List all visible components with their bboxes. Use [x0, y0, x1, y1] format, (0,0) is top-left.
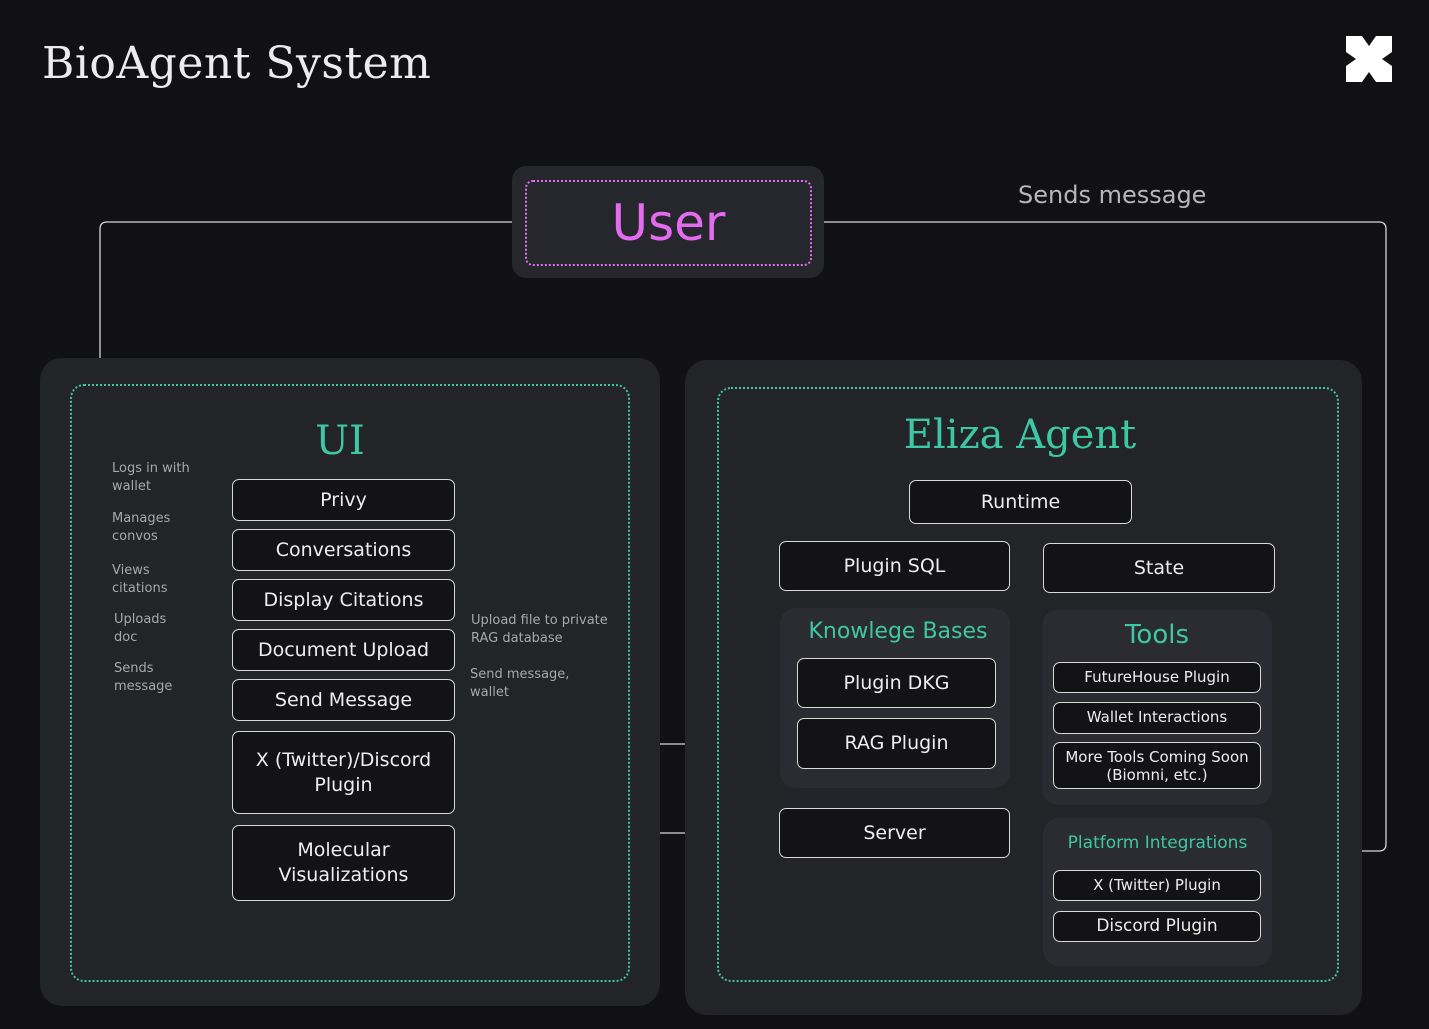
page-title: BioAgent System: [42, 38, 432, 89]
ui-title: UI: [315, 418, 365, 464]
conversations-node[interactable]: Conversations: [232, 529, 455, 571]
server-node[interactable]: Server: [779, 808, 1010, 858]
manages-label: Manages convos: [112, 511, 171, 544]
x-twitter-plugin-node[interactable]: X (Twitter) Plugin: [1053, 870, 1261, 901]
eliza-container: [717, 387, 1339, 982]
views-label: Views citations: [112, 563, 168, 596]
document-upload-node[interactable]: Document Upload: [232, 629, 455, 671]
upload-file-label: Upload file to private RAG database: [471, 613, 608, 646]
logs-in-label: Logs in with wallet: [112, 461, 190, 494]
uploads-label: Uploads doc: [114, 612, 167, 645]
display-citations-node[interactable]: Display Citations: [232, 579, 455, 621]
rag-plugin-node[interactable]: RAG Plugin: [797, 718, 996, 769]
state-node[interactable]: State: [1043, 543, 1275, 593]
futurehouse-plugin-node[interactable]: FutureHouse Plugin: [1053, 662, 1261, 693]
platform-integrations-title: Platform Integrations: [1067, 833, 1248, 853]
privy-node[interactable]: Privy: [232, 479, 455, 521]
wallet-interactions-node[interactable]: Wallet Interactions: [1053, 702, 1261, 734]
user-to-platform-line: [812, 221, 1387, 856]
ui-container: [70, 384, 630, 982]
runtime-node[interactable]: Runtime: [909, 480, 1132, 524]
plugin-dkg-node[interactable]: Plugin DKG: [797, 658, 996, 708]
discord-plugin-node[interactable]: Discord Plugin: [1053, 911, 1261, 942]
app-logo-icon: [1346, 36, 1392, 82]
knowledge-bases-title: Knowlege Bases: [808, 619, 988, 644]
molecular-visualizations-node[interactable]: Molecular Visualizations: [232, 825, 455, 901]
user-node[interactable]: User: [525, 180, 812, 266]
send-message-wallet-label: Send message, wallet: [470, 667, 570, 700]
more-tools-node[interactable]: More Tools Coming Soon (Biomni, etc.): [1053, 742, 1261, 789]
sends-message-label: Sends message: [1018, 181, 1207, 209]
tools-title: Tools: [1124, 620, 1190, 650]
user-to-ui-line: [99, 221, 525, 693]
send-message-node[interactable]: Send Message: [232, 679, 455, 721]
x-twitter-discord-plugin-node[interactable]: X (Twitter)/Discord Plugin: [232, 731, 455, 814]
plugin-sql-node[interactable]: Plugin SQL: [779, 541, 1010, 591]
eliza-title: Eliza Agent: [903, 412, 1137, 458]
sends-label: Sends message: [114, 661, 173, 694]
user-panel: [512, 166, 824, 278]
